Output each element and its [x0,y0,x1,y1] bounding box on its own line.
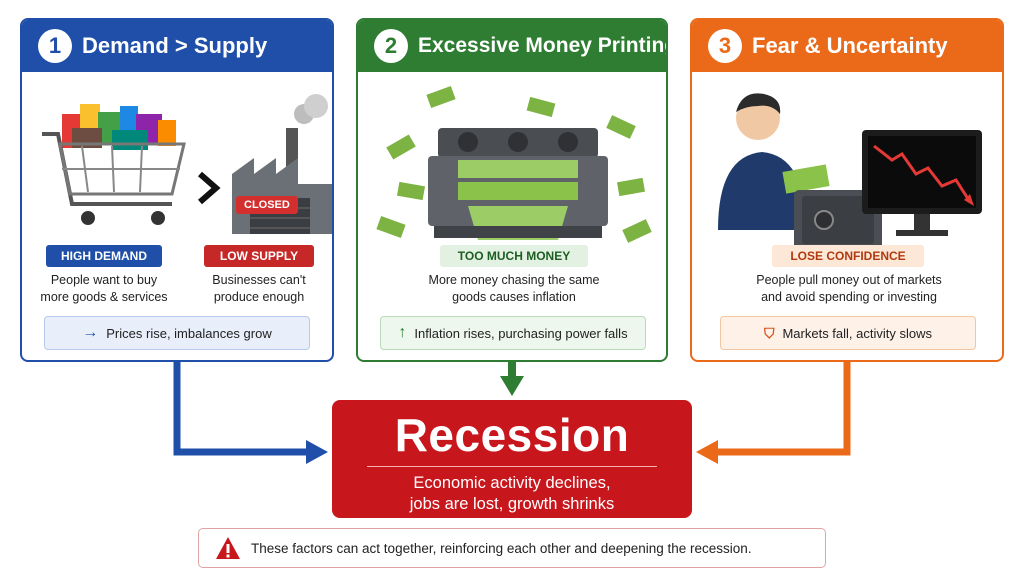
footer-note: These factors can act together, reinforc… [198,528,826,568]
too-much-money-tag: TOO MUCH MONEY [440,245,588,267]
fear-uncertainty-illustration [718,93,982,250]
money-bill-icon [782,164,830,194]
demand-description: People want to buy more goods & services [40,273,168,304]
money-bills-icon [376,85,652,243]
panel-title: Excessive Money Printing [418,34,668,57]
closed-sign: CLOSED [236,196,298,214]
panel-header: 3 Fear & Uncertainty [692,20,1002,72]
panel-title: Demand > Supply [82,33,268,58]
recession-title: Recession [394,409,630,461]
shopping-cart-icon [42,104,186,225]
panel-header: 1 Demand > Supply [22,20,332,72]
step-number: 2 [374,29,408,63]
orange-arrow [696,362,851,464]
warning-icon [216,537,240,559]
arrow-right-icon: → [82,324,99,341]
worried-person-icon [718,93,806,230]
lose-confidence-tag: LOSE CONFIDENCE [772,245,924,267]
footer-text: These factors can act together, reinforc… [251,540,752,556]
panel-demand-supply: 1 Demand > Supply [20,18,334,362]
demand-supply-illustration [42,94,332,234]
low-supply-tag: LOW SUPPLY [204,245,314,267]
panel-fear-uncertainty: 3 Fear & Uncertainty LOSE CONFIDENCE Peo… [690,18,1004,362]
result-box: ↑ Inflation rises, purchasing power fall… [380,316,646,350]
recession-box: Recession Economic activity declines, jo… [332,400,692,518]
panel-header: 2 Excessive Money Printing [358,20,666,72]
recession-description: Economic activity declines, jobs are los… [409,474,615,513]
safe-icon [794,190,882,250]
green-arrow [500,362,524,396]
result-box: → Prices rise, imbalances grow [44,316,310,350]
printing-press-illustration [376,85,652,243]
step-number: 3 [708,29,742,63]
fear-description: People pull money out of markets and avo… [756,273,942,304]
result-box: ⛉ Markets fall, activity slows [720,316,976,350]
recession-divider [367,466,657,467]
supply-description: Businesses can't produce enough [212,273,306,304]
blue-arrow [173,362,328,464]
shield-warning-icon: ⛉ [763,324,775,341]
monitor-chart-icon [862,130,982,236]
arrow-up-icon: ↑ [398,324,407,341]
high-demand-tag: HIGH DEMAND [46,245,162,267]
step-number: 1 [38,29,72,63]
printing-press-icon [428,128,608,240]
greater-than-icon [198,171,221,205]
money-description: More money chasing the same goods causes… [428,273,600,304]
panel-money-printing: 2 Excessive Money Printing TOO MUCH MONE… [356,18,668,362]
panel-title: Fear & Uncertainty [752,33,948,58]
